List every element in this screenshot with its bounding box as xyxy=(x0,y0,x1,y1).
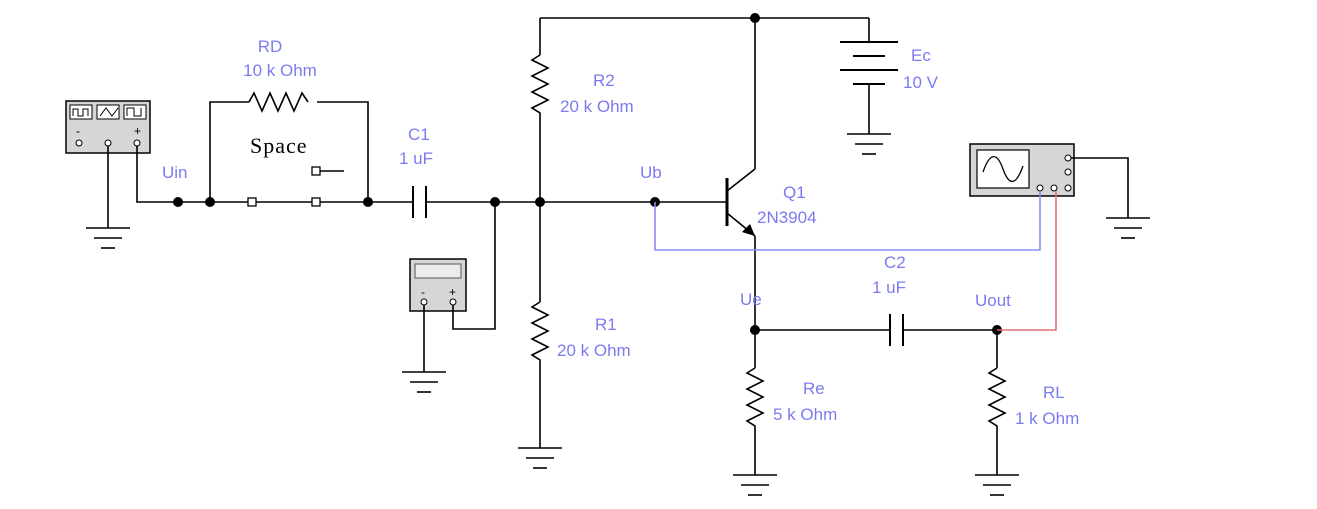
label-rd-name: RD xyxy=(258,37,283,56)
label-c1-value: 1 uF xyxy=(399,149,433,168)
label-r1-value: 20 k Ohm xyxy=(557,341,631,360)
label-c1-name: C1 xyxy=(408,125,430,144)
label-rl-value: 1 k Ohm xyxy=(1015,409,1079,428)
probe-wire-channel-a xyxy=(654,191,1041,251)
ground-rl xyxy=(975,474,1019,496)
label-re-name: Re xyxy=(803,379,825,398)
ground-oscilloscope xyxy=(1106,217,1150,239)
label-ue: Ue xyxy=(740,290,762,309)
switch-terminal-right xyxy=(311,197,321,207)
fg-minus-label: - xyxy=(76,124,80,138)
multimeter[interactable]: - + xyxy=(409,258,467,312)
battery-ec xyxy=(840,41,898,85)
fg-plus-label: + xyxy=(134,124,141,138)
transistor-q1 xyxy=(725,168,756,237)
label-r2-name: R2 xyxy=(593,71,615,90)
oscilloscope[interactable] xyxy=(969,143,1075,197)
label-q1-name: Q1 xyxy=(783,183,806,202)
ground-ec xyxy=(847,133,891,155)
ground-multimeter xyxy=(402,371,446,393)
function-generator[interactable]: - + xyxy=(65,100,151,154)
ground-r1 xyxy=(518,447,562,469)
ground-re xyxy=(733,474,777,496)
label-rl-name: RL xyxy=(1043,383,1065,402)
label-re-value: 5 k Ohm xyxy=(773,405,837,424)
ground-fg xyxy=(86,227,130,249)
label-ub: Ub xyxy=(640,163,662,182)
switch-key-label: Space xyxy=(250,133,308,158)
label-q1-value: 2N3904 xyxy=(757,208,817,227)
label-ec-name: Ec xyxy=(911,46,931,65)
label-uin: Uin xyxy=(162,163,188,182)
mm-plus-label: + xyxy=(449,285,456,299)
label-c2-name: C2 xyxy=(884,253,906,272)
label-c2-value: 1 uF xyxy=(872,278,906,297)
label-r2-value: 20 k Ohm xyxy=(560,97,634,116)
label-r1-name: R1 xyxy=(595,315,617,334)
resistor-r2 xyxy=(530,54,550,202)
resistor-re xyxy=(745,367,765,475)
label-rd-value: 10 k Ohm xyxy=(243,61,317,80)
probe-wire-channel-b xyxy=(997,191,1057,331)
resistor-rd xyxy=(248,91,309,113)
mm-minus-label: - xyxy=(421,285,425,299)
resistor-rl xyxy=(987,367,1007,475)
switch-terminal-left xyxy=(247,197,257,207)
label-ec-value: 10 V xyxy=(903,73,939,92)
switch-key-box xyxy=(311,166,321,176)
resistor-r1 xyxy=(530,301,550,448)
node-uin xyxy=(173,197,183,207)
label-uout: Uout xyxy=(975,291,1011,310)
